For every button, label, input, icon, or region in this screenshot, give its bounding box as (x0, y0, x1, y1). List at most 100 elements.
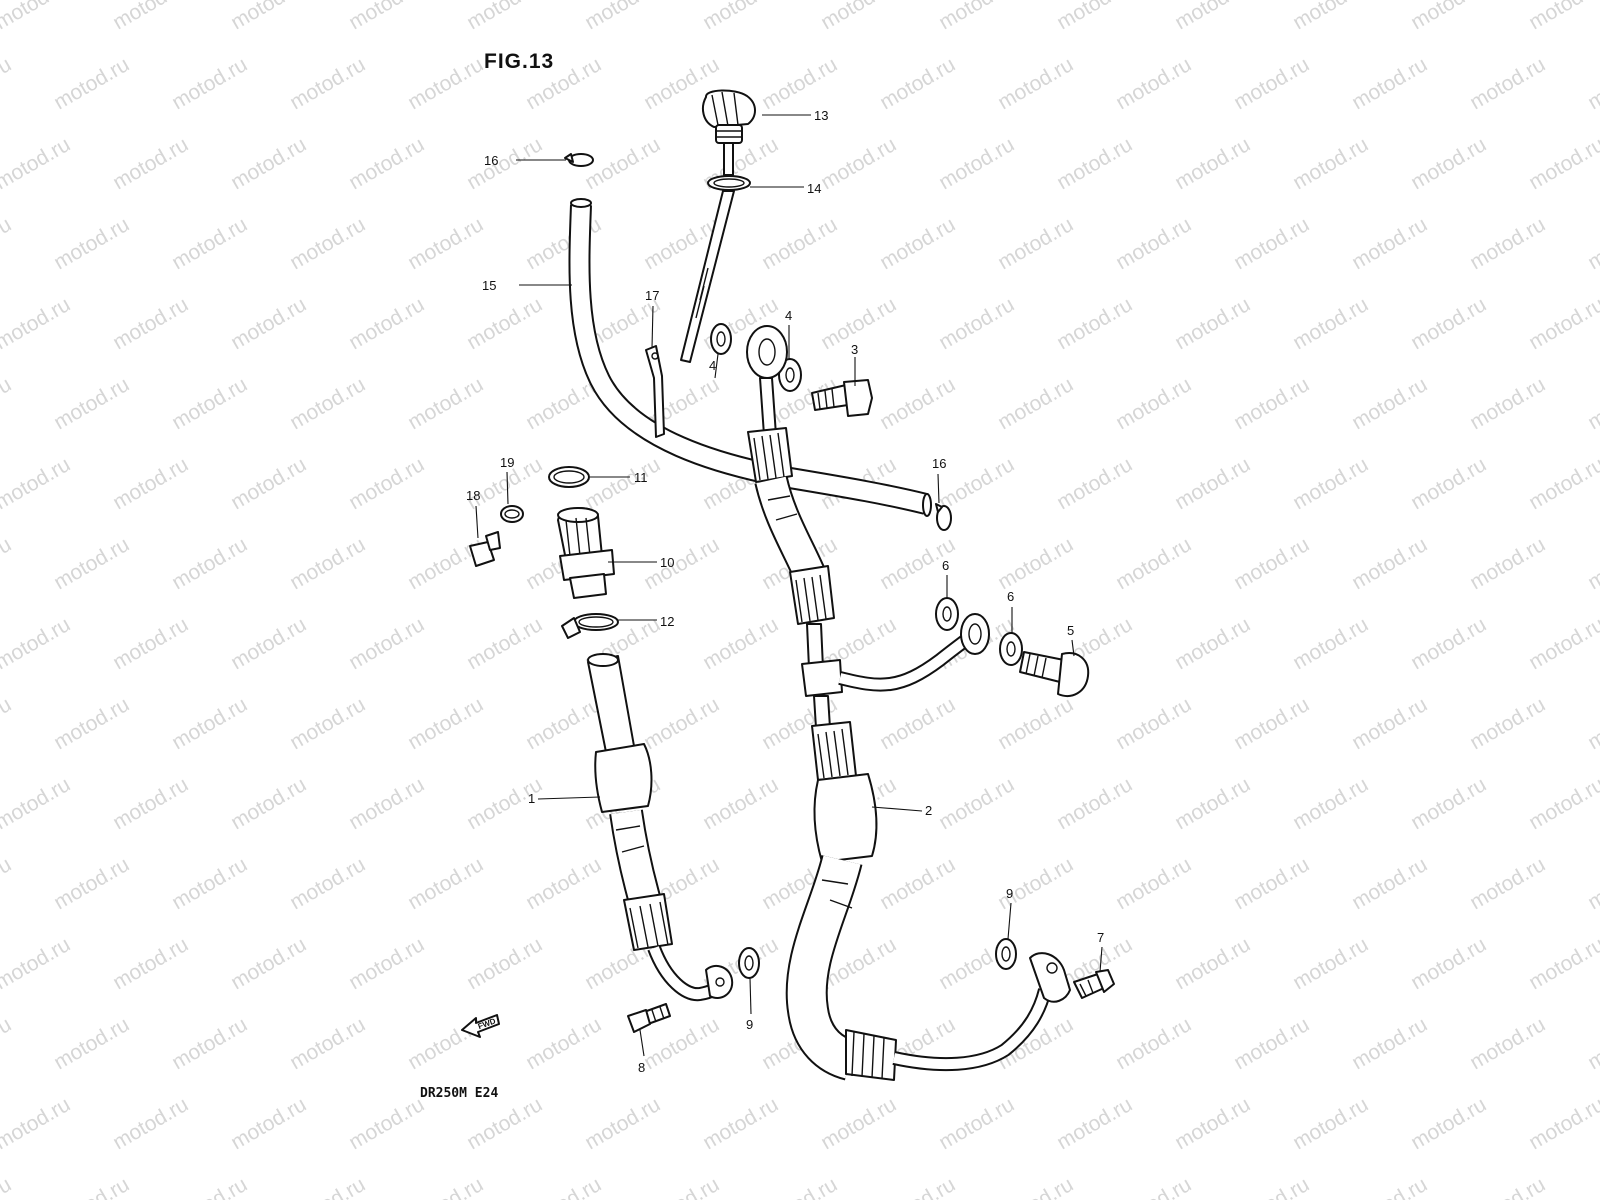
watermark-text: motod.ru (1230, 693, 1313, 754)
watermark-text: motod.ru (1053, 773, 1136, 834)
watermark-text: motod.ru (1289, 773, 1372, 834)
watermark-text: motod.ru (1171, 453, 1254, 514)
watermark-text: motod.ru (0, 213, 15, 274)
watermark-text: motod.ru (227, 293, 310, 354)
watermark-text: motod.ru (581, 453, 664, 514)
watermark-text: motod.ru (1171, 293, 1254, 354)
watermark-text: motod.ru (463, 613, 546, 674)
watermark-text: motod.ru (1525, 0, 1600, 34)
watermark-text: motod.ru (1348, 213, 1431, 274)
watermark-text: motod.ru (227, 933, 310, 994)
watermark-text: motod.ru (404, 853, 487, 914)
washer-9-left-part (738, 947, 760, 979)
watermark-text: motod.ru (227, 773, 310, 834)
watermark-text: motod.ru (286, 53, 369, 114)
watermark-text: motod.ru (699, 773, 782, 834)
watermark-text: motod.ru (1348, 373, 1431, 434)
watermark-text: motod.ru (0, 613, 74, 674)
watermark-text: motod.ru (1466, 1173, 1549, 1200)
bolt-7-part (1073, 969, 1115, 999)
watermark-text: motod.ru (1171, 133, 1254, 194)
gasket-19-part (500, 505, 524, 523)
watermark-text: motod.ru (227, 0, 310, 34)
watermark-text: motod.ru (1230, 853, 1313, 914)
watermark-text: motod.ru (109, 293, 192, 354)
callout-16-right: 16 (932, 456, 946, 471)
watermark-text: motod.ru (1584, 853, 1600, 914)
watermark-text: motod.ru (109, 933, 192, 994)
watermark-text: motod.ru (1525, 453, 1600, 514)
oil-hose-2-part (746, 325, 1071, 1081)
oil-filler-cap-part (701, 89, 756, 176)
watermark-text: motod.ru (227, 453, 310, 514)
watermark-text: motod.ru (345, 613, 428, 674)
watermark-text: motod.ru (522, 853, 605, 914)
watermark-text: motod.ru (1348, 1173, 1431, 1200)
watermark-text: motod.ru (935, 133, 1018, 194)
watermark-text: motod.ru (0, 693, 15, 754)
watermark-text: motod.ru (640, 693, 723, 754)
watermark-text: motod.ru (0, 853, 15, 914)
watermark-text: motod.ru (1289, 133, 1372, 194)
watermark-text: motod.ru (876, 693, 959, 754)
watermark-text: motod.ru (0, 453, 74, 514)
watermark-text: motod.ru (1348, 53, 1431, 114)
watermark-text: motod.ru (1112, 533, 1195, 594)
callout-8: 8 (638, 1060, 645, 1075)
watermark-text: motod.ru (1289, 293, 1372, 354)
watermark-text: motod.ru (50, 373, 133, 434)
watermark-text: motod.ru (1053, 0, 1136, 34)
callout-13: 13 (814, 108, 828, 123)
watermark-text: motod.ru (404, 373, 487, 434)
watermark-text: motod.ru (1525, 1093, 1600, 1154)
watermark-text: motod.ru (109, 773, 192, 834)
watermark-text: motod.ru (1171, 613, 1254, 674)
watermark-text: motod.ru (522, 213, 605, 274)
watermark-text: motod.ru (404, 53, 487, 114)
watermark-text: motod.ru (935, 0, 1018, 34)
watermark-text: motod.ru (758, 53, 841, 114)
model-code: DR250M E24 (420, 1086, 498, 1101)
oil-hose-1-part (587, 653, 734, 1002)
watermark-text: motod.ru (1407, 0, 1490, 34)
watermark-text: motod.ru (345, 293, 428, 354)
watermark-text: motod.ru (1289, 613, 1372, 674)
watermark-text: motod.ru (1584, 533, 1600, 594)
watermark-text: motod.ru (699, 1093, 782, 1154)
watermark-text: motod.ru (168, 53, 251, 114)
watermark-text: motod.ru (994, 53, 1077, 114)
watermark-text: motod.ru (0, 773, 74, 834)
watermark-text: motod.ru (109, 453, 192, 514)
callout-4-left: 4 (709, 358, 716, 373)
watermark-text: motod.ru (1584, 1173, 1600, 1200)
watermark-text: motod.ru (0, 1173, 15, 1200)
watermark-text: motod.ru (994, 1173, 1077, 1200)
callout-9-right: 9 (1006, 886, 1013, 901)
washer-6-right-part (999, 632, 1023, 666)
watermark-text: motod.ru (404, 1173, 487, 1200)
callout-17: 17 (645, 288, 659, 303)
watermark-text: motod.ru (1053, 133, 1136, 194)
watermark-text: motod.ru (1230, 53, 1313, 114)
watermark-text: motod.ru (50, 53, 133, 114)
watermark-text: motod.ru (50, 1013, 133, 1074)
watermark-text: motod.ru (1584, 213, 1600, 274)
washer-9-right-part (995, 938, 1017, 970)
watermark-text: motod.ru (1407, 1093, 1490, 1154)
callout-7: 7 (1097, 930, 1104, 945)
watermark-text: motod.ru (286, 853, 369, 914)
watermark-text: motod.ru (1407, 773, 1490, 834)
watermark-text: motod.ru (935, 293, 1018, 354)
watermark-text: motod.ru (50, 213, 133, 274)
watermark-text: motod.ru (817, 293, 900, 354)
clamp-16-right-part (935, 503, 952, 531)
watermark-text: motod.ru (0, 133, 74, 194)
watermark-text: motod.ru (1348, 853, 1431, 914)
watermark-text: motod.ru (286, 373, 369, 434)
watermark-text: motod.ru (168, 373, 251, 434)
watermark-text: motod.ru (1112, 53, 1195, 114)
watermark-text: motod.ru (817, 0, 900, 34)
watermark-text: motod.ru (0, 53, 15, 114)
washer-6-left-part (935, 597, 959, 631)
